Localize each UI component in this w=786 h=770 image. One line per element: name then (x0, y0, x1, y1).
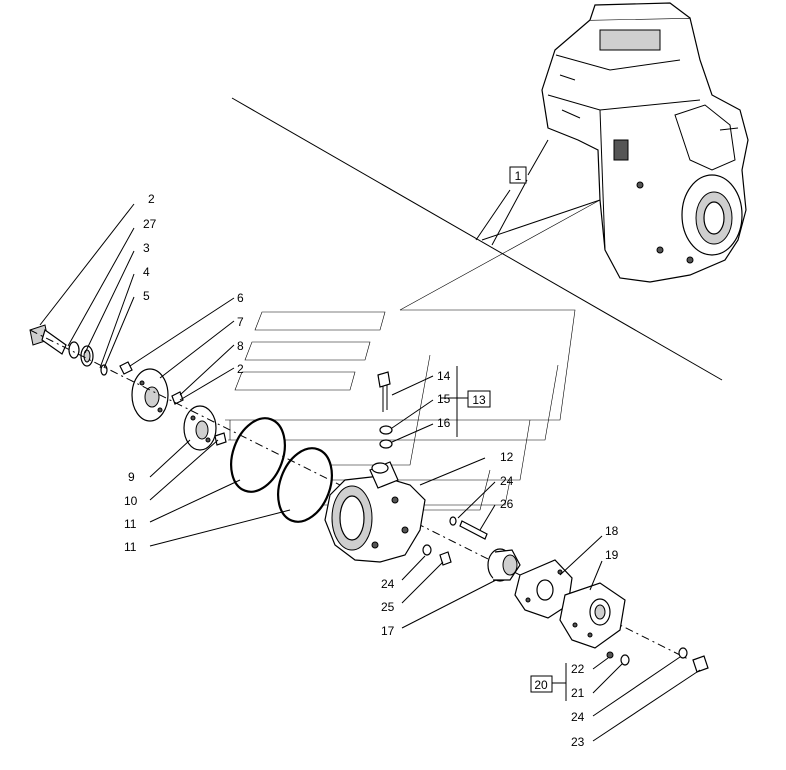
cover-19 (559, 582, 626, 649)
callout-15: 15 (437, 392, 451, 406)
callout-7: 7 (237, 315, 244, 329)
top-cover (599, 29, 661, 51)
callout-16: 16 (437, 416, 451, 430)
seal-21 (620, 654, 630, 666)
callout-box-13 (467, 390, 491, 408)
washer-4 (100, 364, 108, 376)
callout-26: 26 (500, 497, 514, 511)
bearing-17 (487, 548, 521, 582)
callout-12: 12 (500, 450, 514, 464)
o-ring-11b (277, 447, 333, 523)
callout-24c: 24 (571, 710, 585, 724)
plug-22 (606, 651, 614, 659)
callout-24b: 24 (381, 577, 395, 591)
callout-8: 8 (237, 339, 244, 353)
washer-24c (678, 647, 688, 659)
seal-ring-15 (379, 425, 393, 435)
callout-box-1 (509, 166, 527, 184)
callout-23: 23 (571, 735, 585, 749)
leaders-left (39, 203, 291, 547)
leader-1 (475, 139, 601, 246)
o-ring-11a (230, 417, 286, 493)
callout-20: 20 (534, 678, 548, 692)
cover-plate-7 (131, 368, 184, 422)
callout-5: 5 (143, 289, 150, 303)
callout-17: 17 (381, 624, 395, 638)
callout-2a: 2 (148, 192, 155, 206)
callout-4: 4 (143, 265, 150, 279)
pump-body-12 (324, 461, 426, 563)
callout-10: 10 (124, 494, 138, 508)
screw-26 (459, 520, 488, 540)
gasket-18 (514, 559, 573, 619)
leaders-middle (391, 366, 603, 629)
bushing-10 (214, 432, 227, 446)
callout-18: 18 (605, 524, 619, 538)
pump-gear-9 (183, 405, 227, 451)
callout-21: 21 (571, 686, 585, 700)
callout-19: 19 (605, 548, 619, 562)
callout-2b: 2 (237, 362, 244, 376)
callout-9: 9 (128, 470, 135, 484)
washer-24a (449, 516, 457, 526)
plate-label (613, 139, 629, 161)
callout-25: 25 (381, 600, 395, 614)
callout-6: 6 (237, 291, 244, 305)
washer-24b (422, 544, 432, 556)
transmission-housing (541, 2, 749, 283)
callout-box-20 (530, 675, 553, 693)
leaders-bottom (552, 656, 701, 742)
callout-22: 22 (571, 662, 585, 676)
callout-13: 13 (472, 393, 486, 407)
callout-24a: 24 (500, 474, 514, 488)
banjo-bolt-14 (377, 371, 391, 412)
callout-11a: 11 (124, 517, 137, 531)
ring-27 (68, 341, 80, 359)
seal-ring-16 (379, 439, 393, 449)
screw-6 (119, 361, 133, 375)
callout-27: 27 (143, 217, 157, 231)
callout-11b: 11 (124, 540, 137, 554)
screw-23 (692, 655, 709, 673)
callout-14: 14 (437, 369, 451, 383)
shaft-part-stack (29, 324, 133, 376)
callout-1: 1 (515, 169, 522, 183)
callout-3: 3 (143, 241, 150, 255)
